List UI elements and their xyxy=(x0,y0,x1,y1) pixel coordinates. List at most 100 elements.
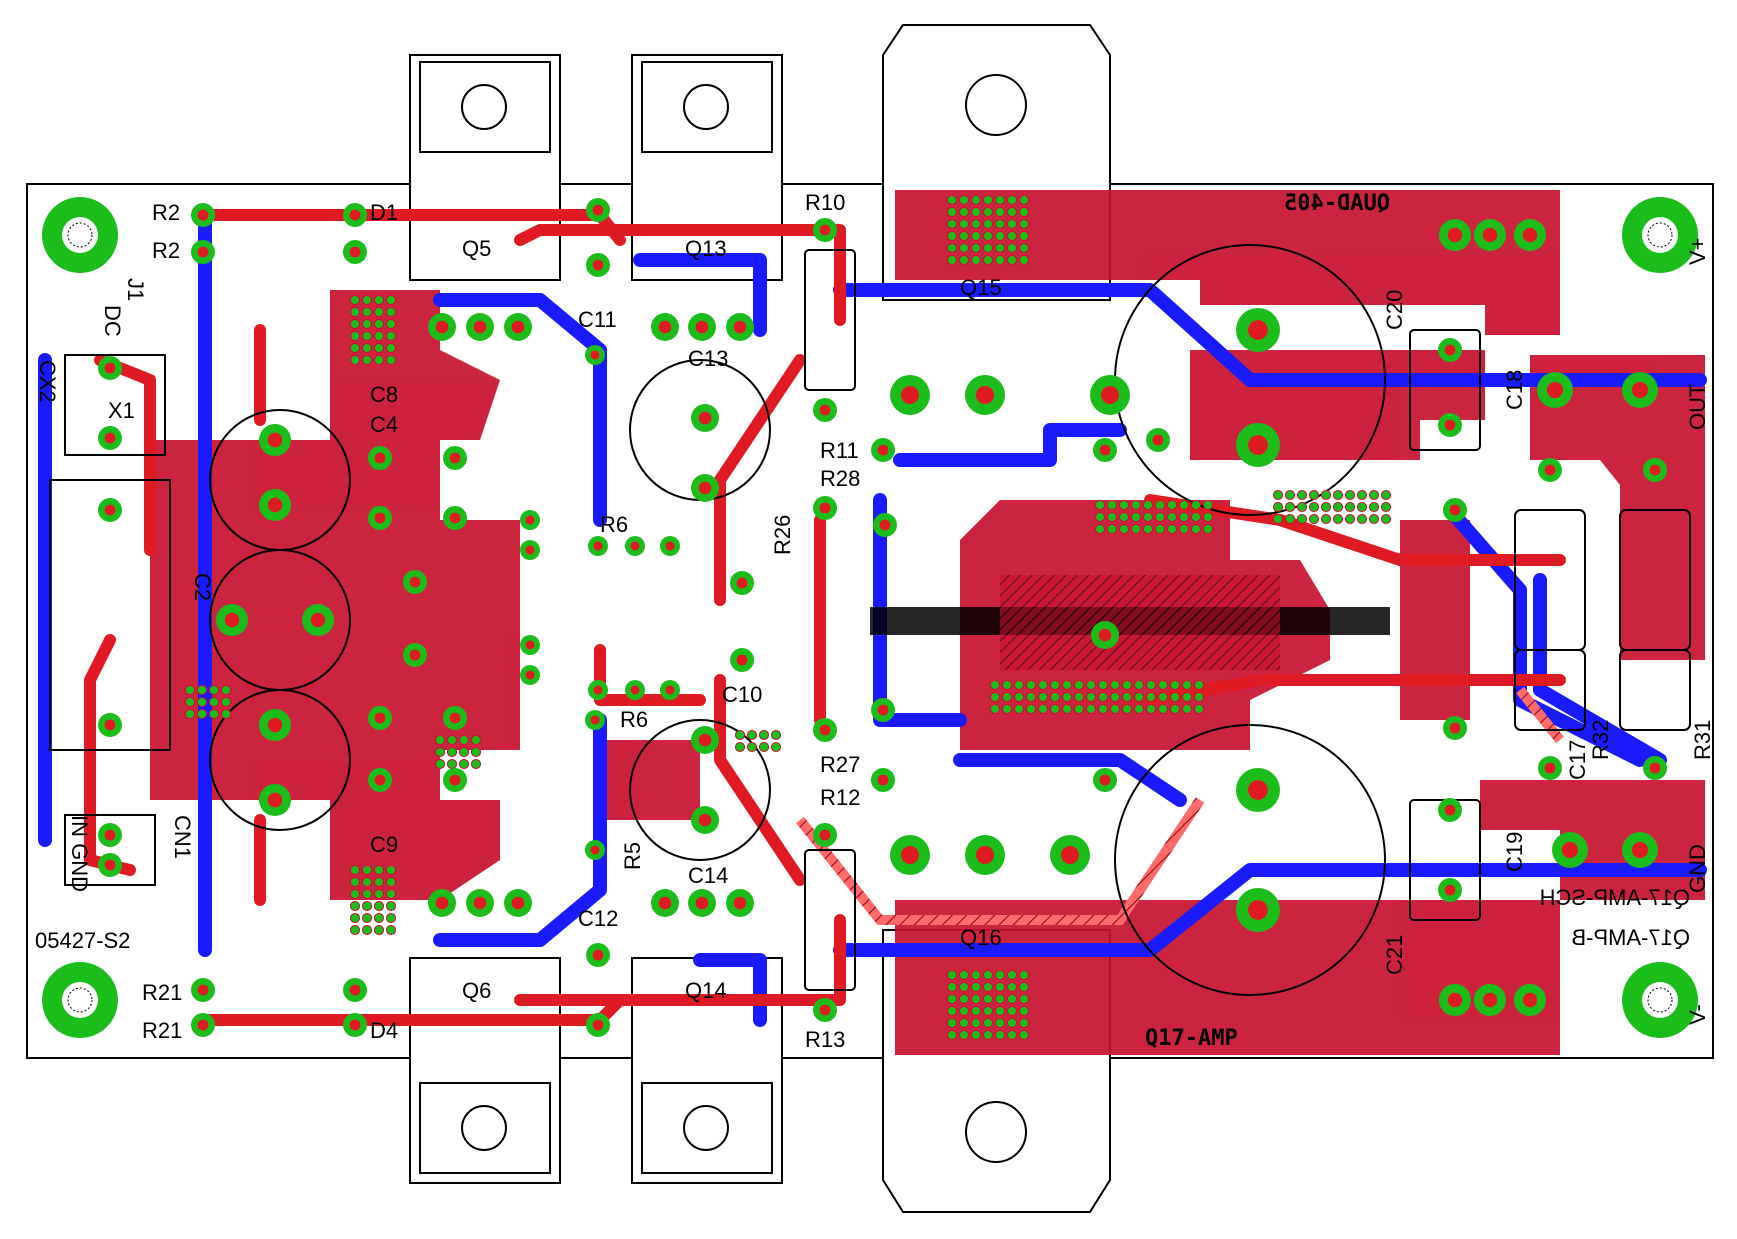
pad-hole xyxy=(819,1004,831,1016)
pad-hole xyxy=(1101,386,1119,404)
pad-hole xyxy=(1449,722,1461,734)
thermal-via xyxy=(1193,691,1205,703)
pad-hole xyxy=(698,411,712,425)
pad-hole xyxy=(349,984,361,996)
thermal-via xyxy=(373,924,385,936)
thermal-via xyxy=(1193,703,1205,715)
thermal-via xyxy=(220,696,232,708)
thermal-via xyxy=(361,342,373,354)
label-c4: C4 xyxy=(370,412,398,437)
thermal-via xyxy=(1169,679,1181,691)
label-r5: R5 xyxy=(620,842,645,870)
thermal-via xyxy=(446,746,458,758)
thermal-via xyxy=(982,254,994,266)
thermal-via xyxy=(1013,703,1025,715)
thermal-via xyxy=(1308,513,1320,525)
pad-hole xyxy=(1447,992,1463,1008)
conn-cn1: CN1 xyxy=(170,815,195,859)
thermal-via xyxy=(994,254,1006,266)
thermal-via xyxy=(1085,691,1097,703)
thermal-via xyxy=(385,330,397,342)
thermal-via xyxy=(958,993,970,1005)
label-r26: R26 xyxy=(770,515,795,555)
thermal-via xyxy=(349,354,361,366)
pad-hole xyxy=(1061,846,1079,864)
thermal-via xyxy=(220,708,232,720)
thermal-via xyxy=(982,230,994,242)
pad-hole xyxy=(698,733,712,747)
thermal-via xyxy=(385,924,397,936)
label-q16: Q16 xyxy=(960,925,1002,950)
pad-hole xyxy=(976,846,994,864)
label-r28: R28 xyxy=(820,466,860,491)
thermal-via xyxy=(1130,523,1142,535)
label-c2: C2 xyxy=(190,573,215,601)
thermal-via xyxy=(970,254,982,266)
label-q14: Q14 xyxy=(685,978,727,1003)
thermal-via xyxy=(1106,511,1118,523)
pad-hole xyxy=(1482,992,1498,1008)
thermal-via xyxy=(1018,242,1030,254)
thermal-via xyxy=(1272,513,1284,525)
thermal-via xyxy=(1118,499,1130,511)
thermal-via xyxy=(385,876,397,888)
thermal-via xyxy=(373,900,385,912)
label-q5: Q5 xyxy=(462,236,491,261)
label-r6-a: R6 xyxy=(600,512,628,537)
thermal-via xyxy=(994,242,1006,254)
thermal-via xyxy=(349,294,361,306)
thermal-via xyxy=(994,218,1006,230)
thermal-via xyxy=(1166,511,1178,523)
label-d1: D1 xyxy=(370,200,398,225)
pad-hole xyxy=(1544,464,1556,476)
conn-out: OUT xyxy=(1685,384,1710,430)
thermal-via xyxy=(196,684,208,696)
thermal-via xyxy=(958,230,970,242)
pad-hole xyxy=(1522,227,1538,243)
thermal-via xyxy=(1013,679,1025,691)
pad-hole xyxy=(1444,804,1456,816)
thermal-via xyxy=(1356,513,1368,525)
thermal-via xyxy=(361,924,373,936)
pad-hole xyxy=(197,1019,209,1031)
thermal-via xyxy=(1006,1029,1018,1041)
pad-hole xyxy=(1248,435,1268,455)
thermal-via xyxy=(958,969,970,981)
thermal-via xyxy=(946,230,958,242)
thermal-via xyxy=(1296,489,1308,501)
thermal-via xyxy=(385,318,397,330)
thermal-via xyxy=(946,1005,958,1017)
thermal-via xyxy=(970,206,982,218)
pad-hole xyxy=(104,362,116,374)
through-hole-pads xyxy=(98,198,1667,1037)
thermal-via xyxy=(1284,489,1296,501)
label-r11: R11 xyxy=(820,438,859,463)
label-q15: Q15 xyxy=(960,275,1002,300)
pad-hole xyxy=(1444,884,1456,896)
pad-hole xyxy=(1248,780,1268,800)
thermal-via xyxy=(361,864,373,876)
thermal-via xyxy=(196,696,208,708)
thermal-via xyxy=(1106,499,1118,511)
thermal-via xyxy=(361,912,373,924)
thermal-via xyxy=(446,758,458,770)
pad-hole xyxy=(698,481,712,495)
thermal-via xyxy=(982,993,994,1005)
pad-hole xyxy=(665,541,675,551)
thermal-via xyxy=(958,981,970,993)
thermal-via xyxy=(746,741,758,753)
pad-hole xyxy=(374,774,386,786)
thermal-via xyxy=(458,746,470,758)
pad-hole xyxy=(658,320,672,334)
label-r21-a: R21 xyxy=(142,980,182,1005)
thermal-via xyxy=(734,741,746,753)
board-id: 05427-S2 xyxy=(35,928,130,953)
thermal-via xyxy=(1018,993,1030,1005)
thermal-via xyxy=(349,864,361,876)
thermal-via xyxy=(1320,489,1332,501)
thermal-via xyxy=(994,993,1006,1005)
label-q13: Q13 xyxy=(685,236,727,261)
thermal-via xyxy=(1061,691,1073,703)
thermal-via xyxy=(1006,254,1018,266)
pad-hole xyxy=(819,224,831,236)
